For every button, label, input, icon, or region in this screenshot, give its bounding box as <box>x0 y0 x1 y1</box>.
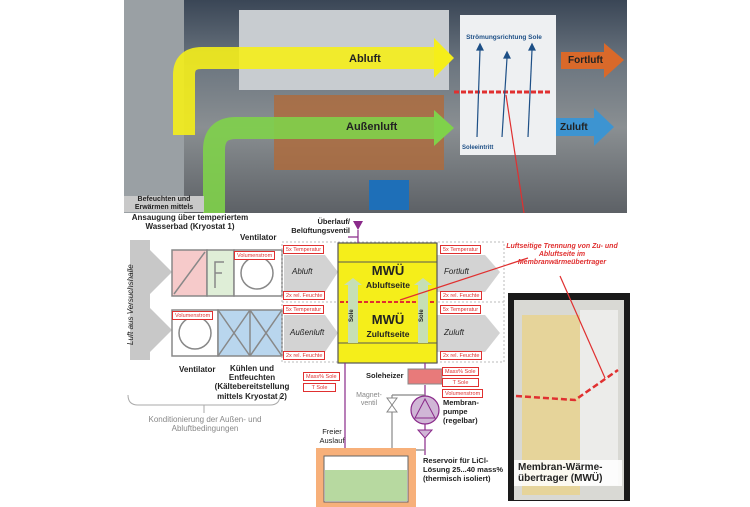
trennung-annotation: Luftseitige Trennung von Zu- und Ablufts… <box>506 243 618 267</box>
sensor-t-sole-left: T Sole <box>303 383 336 392</box>
photo-zuluft-label: Zuluft <box>560 122 588 133</box>
abluft-flow-arrow <box>284 255 338 292</box>
sensor-feuchte-zuluft: 2x rel. Feuchte <box>440 351 483 360</box>
intake-arrow <box>130 240 172 360</box>
pump <box>369 180 409 210</box>
sensor-t-sole-right: T Sole <box>442 378 479 387</box>
sensor-volumenstrom-sole: Volumenstrom <box>442 389 484 398</box>
sensor-feuchte-abluft: 2x rel. Feuchte <box>283 291 326 300</box>
photo-abluft-label: Abluft <box>349 53 381 65</box>
valve-icon <box>353 221 363 230</box>
sensor-mass-sole-right: Mass% Sole <box>442 367 479 376</box>
zuluft-arrow <box>556 108 614 146</box>
abluft-arrow <box>173 47 434 135</box>
sensor-volumenstrom-top: Volumenstrom <box>234 251 276 260</box>
sole-left-label: Sole <box>349 309 355 322</box>
zuluft-flow-arrow <box>437 315 500 352</box>
sole-right-arrow <box>414 278 432 285</box>
abluftseite-label: Abluftseite <box>366 280 410 290</box>
sensor-feuchte-aussenluft: 2x rel. Feuchte <box>283 351 326 360</box>
soleheizer-box <box>407 368 443 385</box>
photo-befeuchten-label: Befeuchten und Erwärmen mittels <box>124 196 204 213</box>
photo-aussenluft-label: Außenluft <box>346 121 398 133</box>
cooler-icon <box>217 309 283 357</box>
mwue-top-label: MWÜ <box>371 263 405 278</box>
ueberlauf-label: Überlauf/ Belüftungsventil <box>291 217 350 235</box>
soleheizer-label: Soleheizer <box>366 371 404 380</box>
photo-soleeintritt-label: Soleeintritt <box>462 145 494 151</box>
zuluftseite-label: Zuluftseite <box>366 329 410 339</box>
fortluft-label: Fortluft <box>444 267 469 276</box>
luft-versuchshalle-label: Luft aus Versuchshalle <box>126 264 135 345</box>
sole-flow-arrows <box>476 42 536 138</box>
ventilator-top-label: Ventilator <box>240 233 277 242</box>
aussenluft-label: Außenluft <box>290 328 325 337</box>
aussenluft-flow-arrow <box>284 315 338 352</box>
photo-stroemung-label: Strömungsrichtung Sole <box>466 34 542 41</box>
abluft-label: Abluft <box>292 267 313 276</box>
ansaugung-label: Ansaugung über temperiertem Wasserbad (K… <box>131 213 249 232</box>
sensor-temperatur-abluft: 5x Temperatur <box>283 245 325 254</box>
sensor-feuchte-fortluft: 2x rel. Feuchte <box>440 291 483 300</box>
sensor-volumenstrom-bottom: Volumenstrom <box>172 311 214 320</box>
photo-fortluft-label: Fortluft <box>568 55 603 66</box>
reservoir-label: Reservoir für LiCl-Lösung 25...40 mass% … <box>423 456 504 483</box>
sensor-temperatur-aussenluft: 5x Temperatur <box>283 305 325 314</box>
konditionierung-label: Konditionierung der Außen- und Abluftbed… <box>148 415 262 434</box>
sole-left-arrow <box>344 278 362 285</box>
mwue-bottom-label: MWÜ <box>371 312 405 327</box>
fortluft-arrow <box>561 43 624 78</box>
sensor-mass-sole-left: Mass% Sole <box>303 372 340 381</box>
membrane-exchanger-panel <box>460 15 556 155</box>
kuehlen-label: Kühlen und Entfeuchten (Kältebereitstell… <box>214 364 290 401</box>
pointer-to-mwue <box>399 257 529 301</box>
check-valve-icon <box>416 429 434 439</box>
sole-right-label: Sole <box>419 309 425 322</box>
abluft-arrowhead <box>434 38 454 78</box>
magnetventil-label: Magnet- ventil <box>356 392 382 408</box>
aussenluft-arrow <box>203 117 434 213</box>
membrane-pump-icon <box>410 395 440 425</box>
aussenluft-arrowhead <box>434 110 454 146</box>
pointer-line <box>505 94 525 213</box>
zuluft-label: Zuluft <box>444 328 465 337</box>
freier-auslauf-label: Freier Auslauf <box>319 427 345 445</box>
filter-icon <box>214 261 224 288</box>
mwue-photo-label: Membran-Wärme- übertrager (MWÜ) <box>514 460 622 486</box>
sensor-temperatur-fortluft: 5x Temperatur <box>440 245 482 254</box>
ventilator-bottom-label: Ventilator <box>179 365 216 374</box>
membranpumpe-label: Membran- pumpe (regelbar) <box>443 398 479 425</box>
sensor-temperatur-zuluft: 5x Temperatur <box>440 305 482 314</box>
filter-box <box>206 249 235 297</box>
magnetventil-icon <box>386 397 398 413</box>
test-rig-photo: Abluft Außenluft Fortluft Zuluft Strömun… <box>124 0 627 213</box>
photo-overlay <box>173 38 624 213</box>
licl-solution <box>325 470 407 501</box>
